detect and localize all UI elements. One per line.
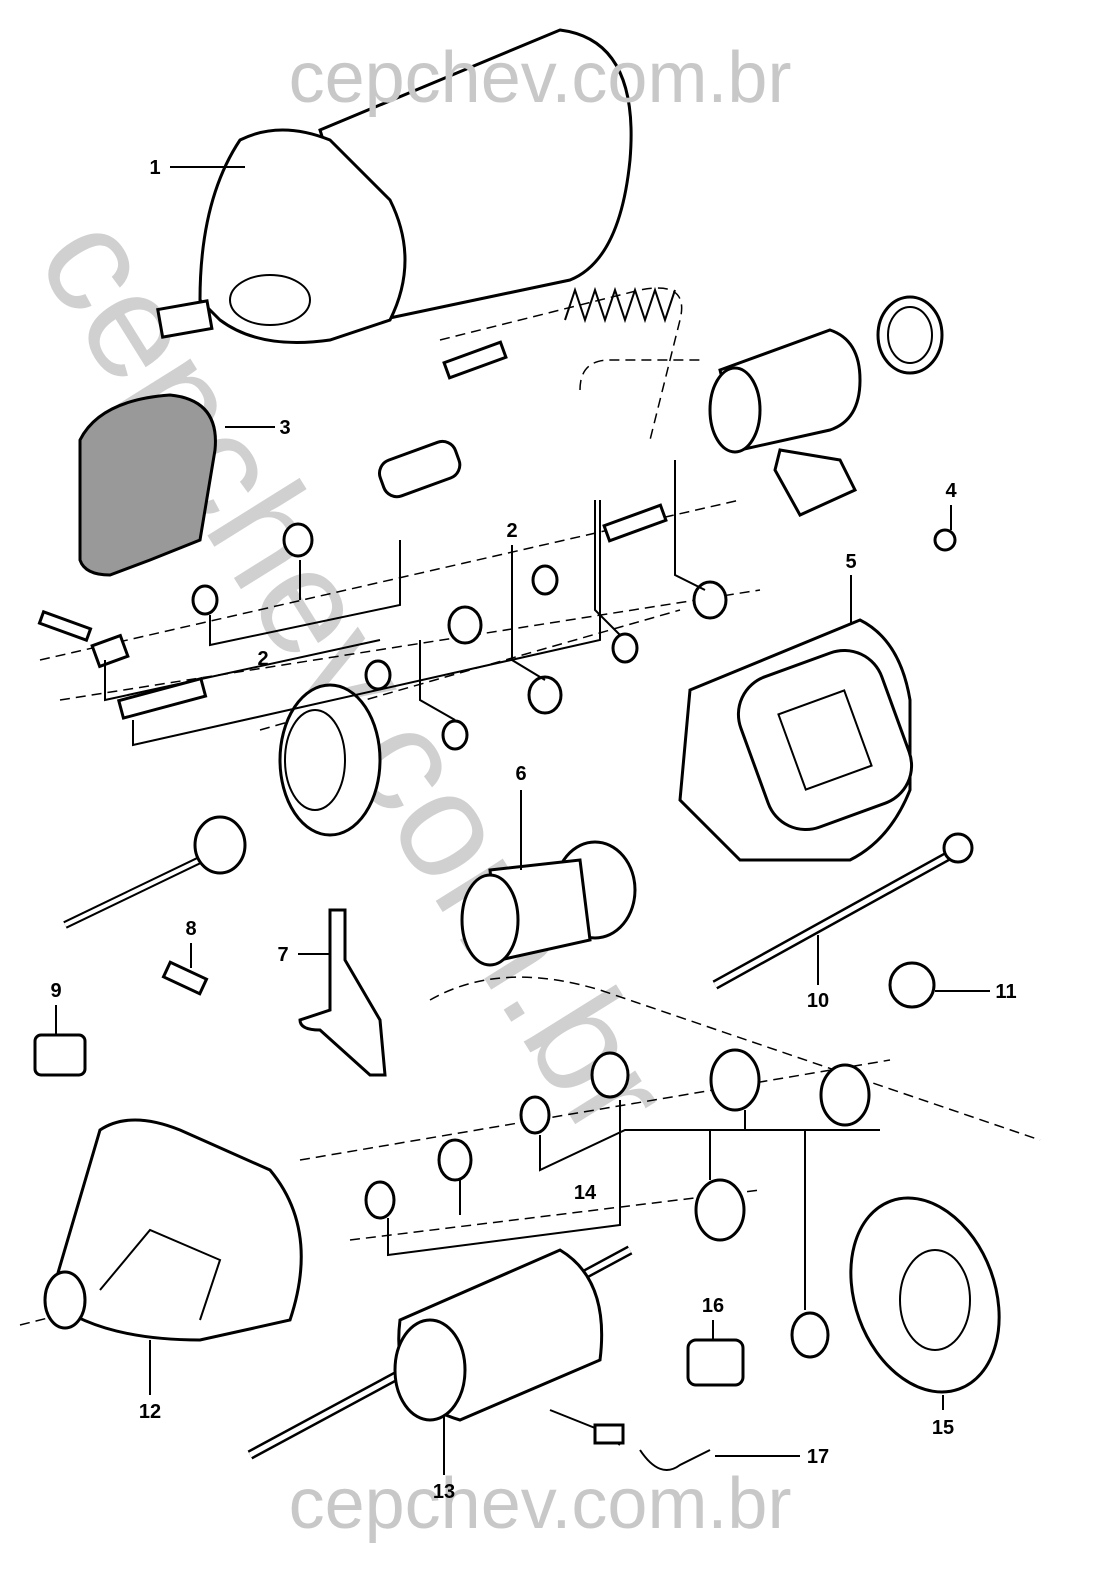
part-12-drive-end-housing	[43, 1118, 303, 1342]
callout-12: 12	[139, 1401, 161, 1423]
brush-holder	[278, 683, 382, 837]
callout-13: 13	[433, 1481, 455, 1503]
stud-bolt	[116, 676, 208, 720]
watermark-top: cepchev.com.br	[289, 38, 792, 118]
callout-7: 7	[277, 944, 288, 966]
watermark-bottom: cepchev.com.br	[289, 1464, 792, 1544]
callout-3: 3	[279, 417, 290, 439]
callout-8: 8	[185, 918, 196, 940]
terminal-clip	[90, 633, 130, 669]
callout-4: 4	[945, 480, 957, 502]
screw	[37, 609, 93, 643]
callout-6: 6	[515, 763, 526, 785]
callout-11: 11	[995, 981, 1016, 1003]
part-16-bushing	[686, 1338, 745, 1387]
part-15-commutator-end-plate	[849, 1196, 1001, 1394]
callout-17: 17	[807, 1446, 829, 1468]
bushing	[378, 439, 462, 499]
part-17-wire	[549, 1409, 711, 1471]
part-3-rubber-boot	[78, 393, 217, 577]
part-13-armature	[247, 1245, 633, 1460]
callout-2: 2	[506, 520, 517, 542]
part-8-pin	[161, 960, 209, 996]
spring	[564, 286, 676, 324]
bolt	[602, 503, 668, 543]
part-14-washers	[364, 1048, 871, 1242]
plug	[790, 1311, 830, 1359]
bolt	[442, 340, 508, 380]
wire-connector	[593, 1423, 625, 1445]
part-9-bushing	[33, 1033, 87, 1077]
callout-1: 1	[149, 157, 160, 179]
callout-2: 2	[257, 648, 268, 670]
callout-9: 9	[50, 980, 61, 1002]
callout-16: 16	[702, 1295, 724, 1317]
part-7-shift-lever	[298, 908, 387, 1077]
part-6-drive-pinion	[460, 840, 637, 967]
part-10-through-bolt	[712, 832, 974, 990]
callout-15: 15	[932, 1417, 954, 1439]
callout-10: 10	[807, 990, 829, 1012]
part-5-field-coil	[678, 618, 914, 862]
part-4-screw	[933, 528, 957, 552]
washers-and-nuts	[191, 522, 728, 751]
callout-14: 14	[574, 1182, 597, 1204]
part-1-starter-assembly	[156, 28, 633, 344]
callout-5: 5	[845, 551, 856, 573]
part-11-clip	[888, 961, 936, 1009]
solenoid-plunger	[708, 328, 862, 517]
leader-lines	[55, 166, 990, 1475]
terminal-stud	[63, 815, 247, 929]
